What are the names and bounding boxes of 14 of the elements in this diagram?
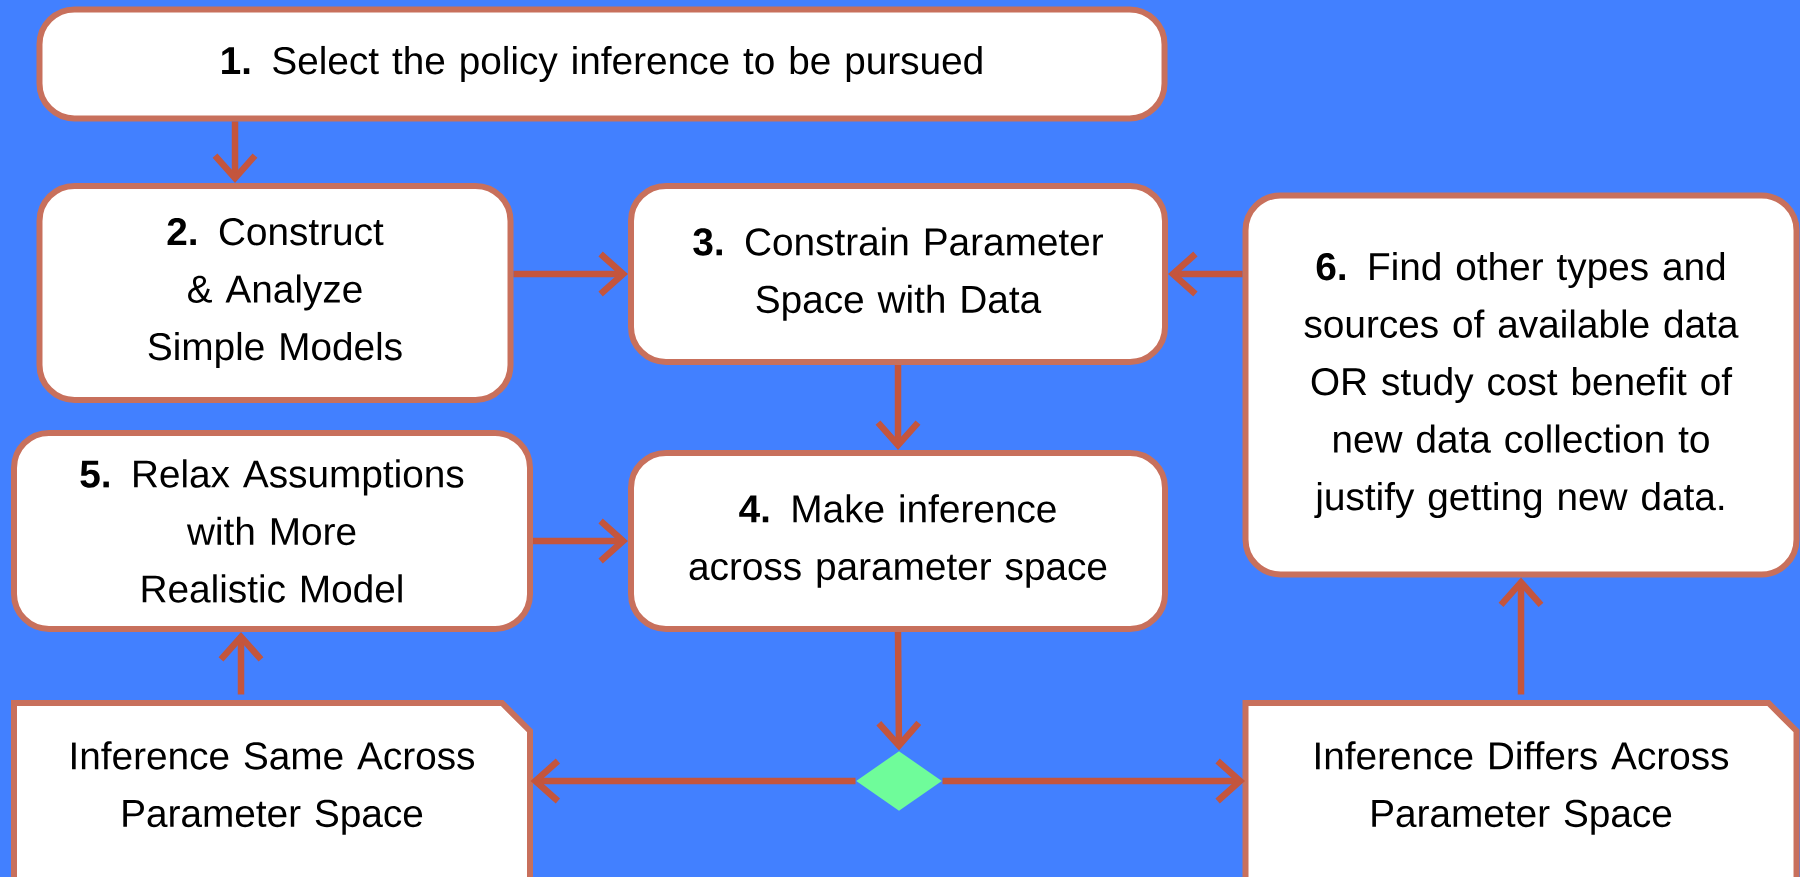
arrow [876, 631, 922, 751]
process-box: 1. Select the policy inference to be pursued [36, 6, 1168, 122]
process-box: 2. Construct & Analyze Simple Models [36, 183, 514, 403]
process-box: 5. Relax Assumptions with More Realistic Model [11, 430, 533, 632]
arrow [513, 251, 628, 297]
outcome-box: Inference Same Across Parameter Space [11, 700, 533, 877]
arrow [530, 758, 856, 804]
process-box: 4. Make inference across parameter space [628, 450, 1168, 632]
decision-diamond [856, 751, 942, 811]
arrow [942, 758, 1245, 804]
process-box: 6. Find other types and sources of available data OR study cost benefit of new data collection to justify getting new data. [1242, 192, 1800, 578]
outcome-box: Inference Differs Across Parameter Space [1242, 700, 1800, 877]
arrow [1498, 577, 1544, 695]
process-box: 3. Constrain Parameter Space with Data [628, 183, 1168, 365]
